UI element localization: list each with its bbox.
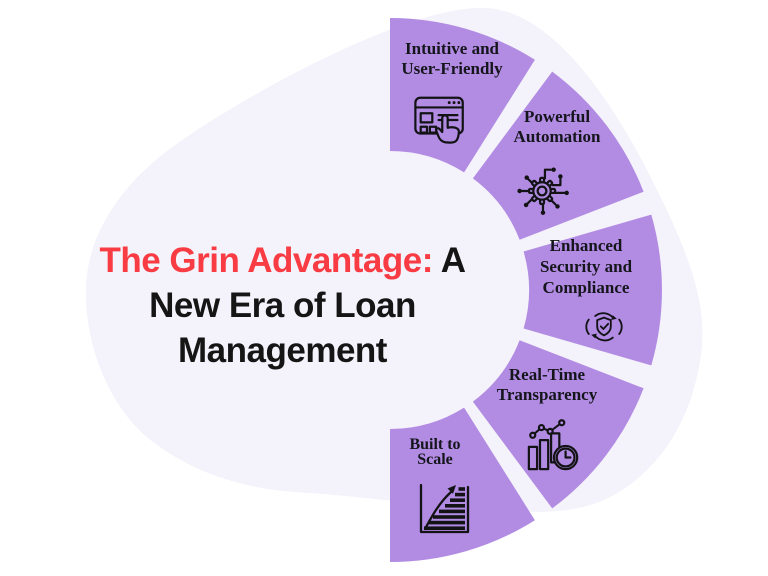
gear-circuit-icon bbox=[517, 167, 569, 215]
segment-intuitive-label: Intuitive and User-Friendly bbox=[401, 39, 503, 78]
page-title: The Grin Advantage: A New Era of Loan Ma… bbox=[25, 238, 540, 373]
title-after-highlight: A bbox=[432, 241, 466, 280]
segment-security-shape bbox=[523, 214, 662, 366]
segment-transparency-label: Real-Time Transparency bbox=[496, 365, 598, 404]
shield-check-cycle-icon bbox=[585, 312, 623, 342]
fan-diagram bbox=[390, 18, 662, 562]
title-line-1: The Grin Advantage: A bbox=[25, 238, 540, 283]
segment-automation-shape bbox=[472, 71, 644, 240]
title-line-3: Management bbox=[178, 331, 387, 370]
growth-stairs-icon bbox=[419, 483, 470, 534]
title-line-2: New Era of Loan bbox=[149, 286, 416, 325]
title-highlight: The Grin Advantage: bbox=[99, 241, 433, 280]
segment-automation-label: Powerful Automation bbox=[513, 107, 601, 146]
browser-pointer-icon bbox=[414, 96, 464, 144]
segment-scale-shape bbox=[390, 407, 535, 562]
segment-scale-label: Built to Scale bbox=[409, 436, 461, 468]
segment-security-label: Enhanced Security and Compliance bbox=[539, 236, 633, 297]
bar-chart-clock-icon bbox=[527, 419, 579, 471]
